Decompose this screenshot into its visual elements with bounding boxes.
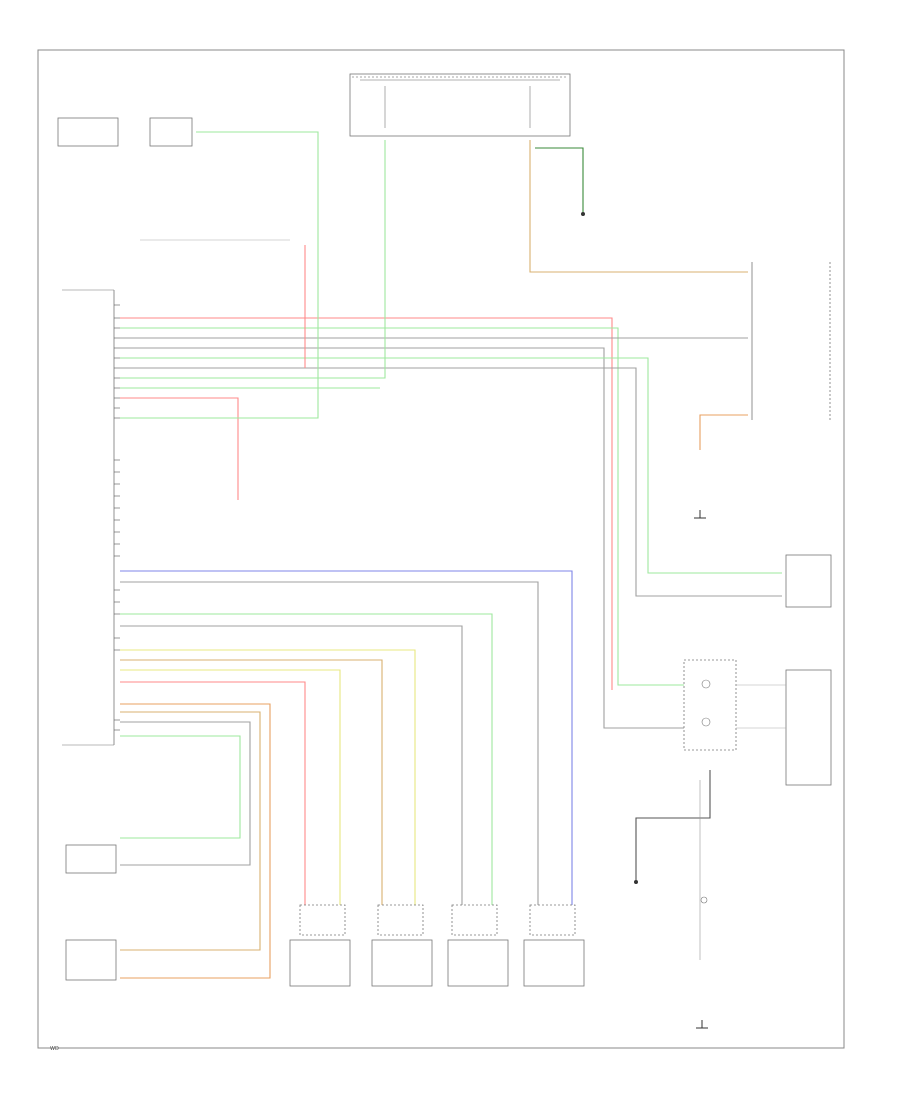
wire-green-up-1 — [120, 140, 386, 379]
wire-orange-low-1 — [120, 703, 271, 979]
wire-tan-low-1 — [120, 659, 383, 905]
wire-orange-cluster — [699, 414, 748, 450]
page-code: WD — [50, 1046, 59, 1052]
wire-gray-low-1 — [120, 581, 539, 905]
module-seat-3 — [447, 939, 509, 987]
wire-green-low-1 — [120, 613, 493, 905]
wire-tan-low-2 — [120, 711, 261, 951]
wire-red-ground — [120, 397, 239, 500]
clockspring-icon-1 — [701, 679, 711, 689]
wire-green-top-2 — [120, 357, 782, 574]
top-module-box — [349, 73, 571, 137]
module-seat-4 — [523, 939, 585, 987]
connector-bottom-left-2 — [65, 939, 117, 981]
ground-dot-lower — [634, 880, 638, 884]
wire-green-loop — [120, 131, 319, 419]
module-driver-airbag — [785, 669, 832, 786]
clockspring-box — [683, 659, 737, 751]
sub-box-4 — [529, 904, 576, 936]
sub-box-2 — [377, 904, 424, 936]
connector-bottom-left-1 — [65, 844, 117, 874]
rcm-pin-ticks — [114, 304, 120, 731]
wire-yellow-2 — [120, 669, 341, 905]
switch-icon — [700, 896, 708, 904]
wire-green-top — [120, 327, 690, 686]
wire-gray-top-3 — [120, 367, 782, 597]
wire-darkgreen-right — [535, 147, 584, 212]
clockspring-icon-2 — [701, 717, 711, 727]
wire-red-top — [120, 317, 613, 690]
module-passenger-seat — [289, 939, 351, 987]
sub-box-1 — [299, 904, 346, 936]
wire-blue-1 — [120, 570, 573, 905]
wire-darkgray-right — [635, 770, 711, 880]
wire-tan-right — [529, 140, 748, 273]
ground-symbol-cluster — [694, 510, 706, 519]
wire-yellow-1 — [120, 649, 416, 935]
wire-gray-low-2 — [120, 625, 463, 905]
wire-green-low-2 — [120, 735, 241, 839]
connector-top-left-2 — [149, 117, 193, 147]
module-passenger-sensor — [785, 554, 832, 608]
wire-red-low — [120, 681, 306, 905]
sub-box-3 — [451, 904, 498, 936]
module-seat-2 — [371, 939, 433, 987]
connector-top-left-1 — [57, 117, 119, 147]
wire-gray-top-2 — [120, 347, 690, 729]
diagram-frame — [37, 49, 845, 1049]
wire-gray-low-3 — [120, 721, 251, 866]
ground-dot-top — [581, 212, 585, 216]
ground-symbol-lower-right — [696, 1020, 708, 1029]
